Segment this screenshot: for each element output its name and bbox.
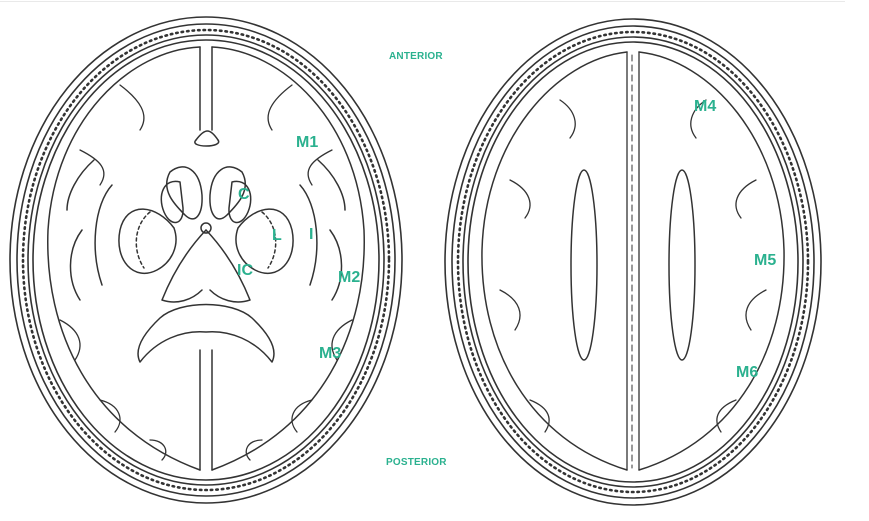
label-m5: M5 <box>754 252 777 269</box>
label-m3: M3 <box>319 345 342 362</box>
label-insula: I <box>309 226 314 243</box>
label-lentiform: L <box>272 227 282 244</box>
label-caudate: C <box>238 186 250 203</box>
left-deep-structures <box>66 159 346 363</box>
right-skull <box>444 18 822 506</box>
left-skull <box>9 16 403 504</box>
label-internal-capsule: IC <box>237 262 253 279</box>
left-brain-slice <box>9 16 403 504</box>
left-brain-outline <box>47 46 365 471</box>
label-anterior: ANTERIOR <box>389 51 443 62</box>
top-divider <box>0 1 845 2</box>
label-m2: M2 <box>338 269 361 286</box>
left-gyri <box>59 84 353 461</box>
label-m4: M4 <box>694 98 717 115</box>
right-brain-outline <box>481 51 785 471</box>
right-gyri <box>499 99 767 433</box>
label-m1: M1 <box>296 134 319 151</box>
label-m6: M6 <box>736 364 759 381</box>
label-posterior: POSTERIOR <box>386 457 447 468</box>
right-brain-slice <box>444 18 822 506</box>
